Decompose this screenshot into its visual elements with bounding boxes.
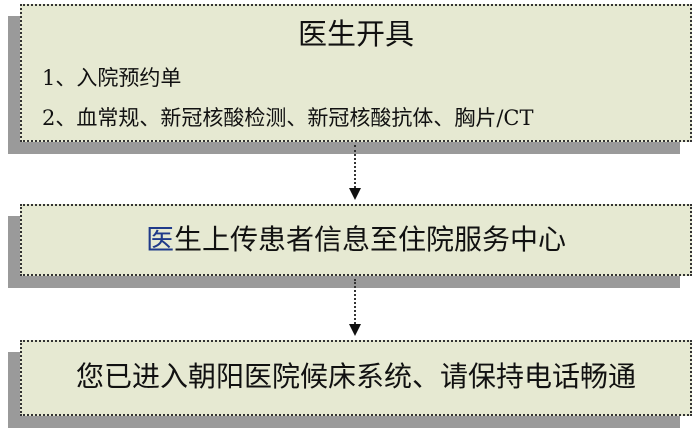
connector-line-1	[354, 145, 356, 188]
step-2-text-rest: 生上传患者信息至住院服务中心	[174, 223, 567, 256]
arrow-down-icon	[349, 188, 361, 200]
arrow-down-icon	[349, 324, 361, 336]
step-1-box: 医生开具 1、入院预约单 2、血常规、新冠核酸检测、新冠核酸抗体、胸片/CT	[20, 4, 692, 142]
step-1-item-1: 1、入院预约单	[42, 66, 182, 90]
connector-line-2	[354, 279, 356, 324]
step-3-text: 您已进入朝阳医院候床系统、请保持电话畅通	[75, 360, 636, 393]
step-2-box: 医生上传患者信息至住院服务中心	[20, 204, 692, 276]
step-1-title: 医生开具	[297, 17, 414, 51]
step-1-item-2: 2、血常规、新冠核酸检测、新冠核酸抗体、胸片/CT	[42, 106, 534, 130]
step-2-text: 医生上传患者信息至住院服务中心	[22, 222, 690, 258]
step-3-box: 您已进入朝阳医院候床系统、请保持电话畅通	[20, 340, 692, 416]
step-2-text-first-char: 医	[145, 223, 174, 256]
